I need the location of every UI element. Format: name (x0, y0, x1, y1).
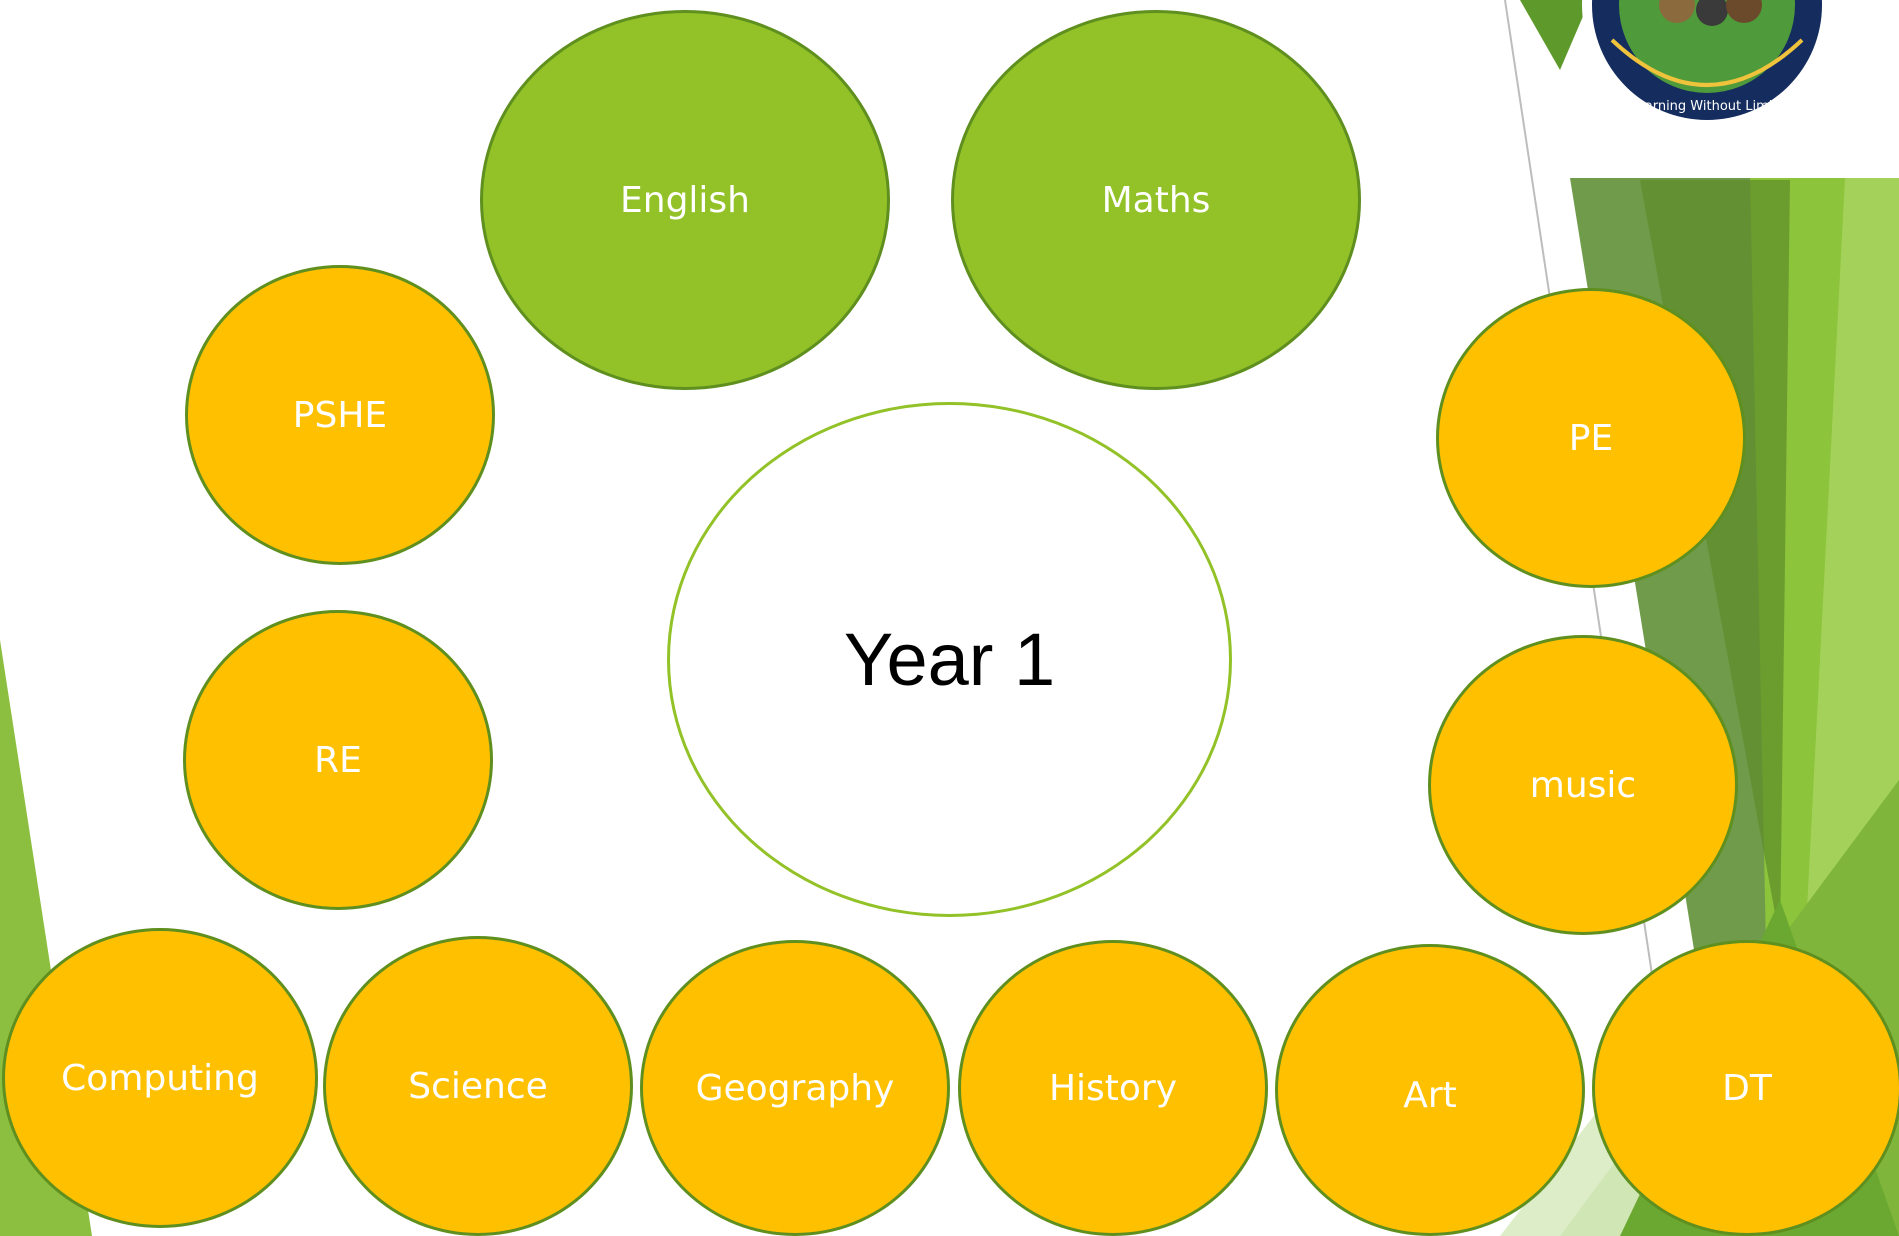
subject-label: History (1048, 1067, 1178, 1109)
subject-label: Geography (695, 1067, 895, 1109)
subject-label: English (620, 179, 750, 221)
school-logo: Learning Without Limits (1582, 0, 1832, 130)
subject-history[interactable]: History (958, 940, 1268, 1236)
logo-motto: Learning Without Limits (1630, 99, 1785, 114)
logo-inner (1619, 0, 1795, 93)
subject-label: Art (1403, 1074, 1457, 1116)
logo-figure-2 (1696, 0, 1728, 26)
subject-pshe[interactable]: PSHE (185, 265, 495, 565)
logo-figure-1 (1659, 0, 1695, 23)
subject-label: RE (314, 739, 362, 781)
subject-re[interactable]: RE (183, 610, 493, 910)
subject-label: music (1529, 764, 1637, 806)
subject-label: PSHE (292, 394, 388, 436)
subject-maths[interactable]: Maths (951, 10, 1361, 390)
subject-label: PE (1568, 417, 1614, 459)
subject-english[interactable]: English (480, 10, 890, 390)
logo-ring-trim (1610, 38, 1804, 87)
subject-geography[interactable]: Geography (640, 940, 950, 1236)
subject-science[interactable]: Science (323, 936, 633, 1236)
subject-art[interactable]: Art (1275, 944, 1585, 1236)
year-label: Year 1 (843, 618, 1056, 701)
subject-dt[interactable]: DT (1592, 940, 1899, 1236)
subject-computing[interactable]: Computing (2, 928, 318, 1228)
top-green-sliver (1520, 0, 1590, 70)
subject-label: Computing (61, 1057, 259, 1099)
subject-label: Science (408, 1065, 548, 1107)
subject-label: DT (1722, 1067, 1772, 1109)
subject-music[interactable]: music (1428, 635, 1738, 935)
logo-figure-3 (1726, 0, 1762, 23)
subject-label: Maths (1101, 179, 1211, 221)
year-group-center: Year 1 (667, 402, 1232, 917)
subject-pe[interactable]: PE (1436, 288, 1746, 588)
